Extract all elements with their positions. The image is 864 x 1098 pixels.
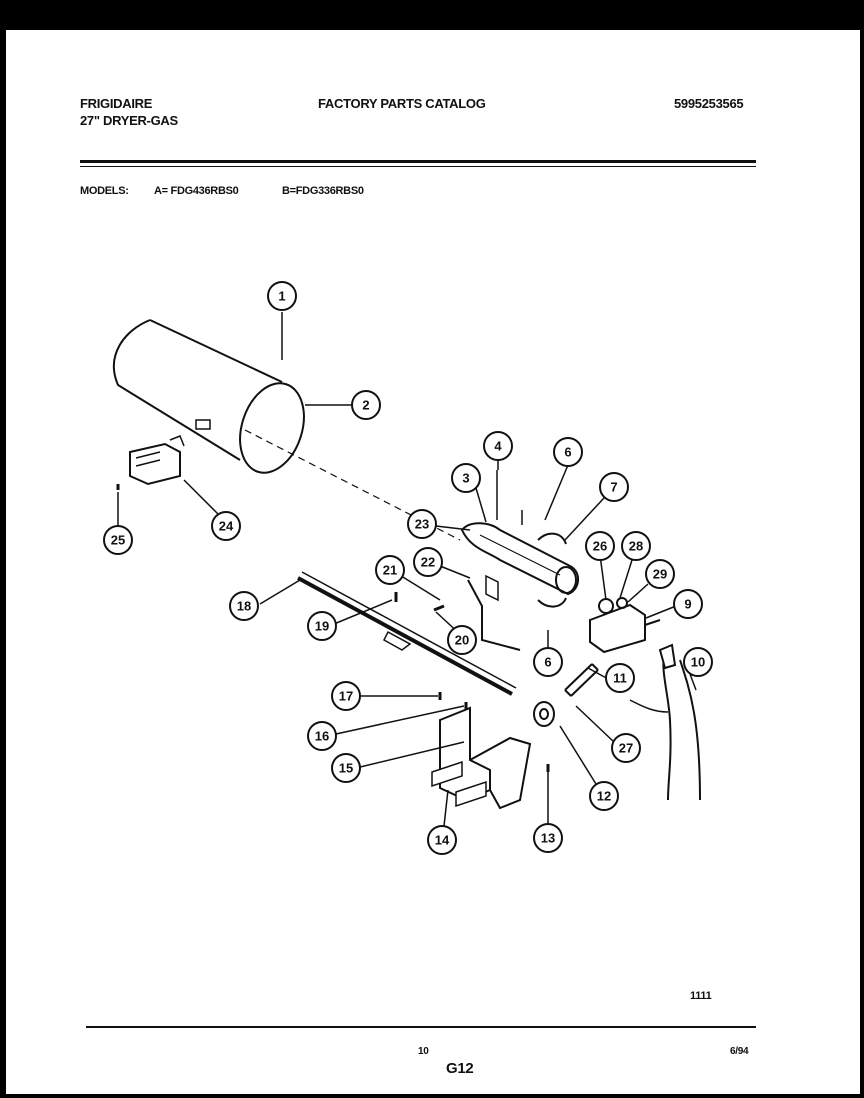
callout-23: 23 (415, 517, 429, 532)
callout-15: 15 (339, 761, 353, 776)
callout-circles (103, 281, 713, 855)
screw-20 (433, 604, 445, 612)
drum-part (112, 319, 305, 474)
wire-harness-part (629, 643, 701, 801)
callout-24: 24 (219, 519, 234, 534)
section-code: G12 (446, 1060, 474, 1077)
callout-25: 25 (111, 533, 125, 548)
callout-3: 3 (462, 471, 469, 486)
header-rule-top (80, 160, 756, 163)
callout-14: 14 (435, 833, 450, 848)
gas-valve-part (589, 597, 661, 654)
mounting-bracket-part (431, 706, 532, 810)
catalog-title: FACTORY PARTS CATALOG (318, 96, 486, 111)
leader-lines (117, 312, 697, 827)
callout-27: 27 (619, 741, 633, 756)
model-b: B=FDG336RBS0 (282, 185, 364, 197)
models-label: MODELS: (80, 185, 129, 197)
callout-22: 22 (421, 555, 435, 570)
callout-28: 28 (629, 539, 643, 554)
igniter-wire (467, 579, 521, 651)
callout-11: 11 (613, 671, 627, 686)
bracket-upper (537, 532, 567, 545)
orifice-part (533, 701, 555, 727)
callout-7: 7 (610, 480, 617, 495)
catalog-number: 5995253565 (674, 96, 744, 111)
callout-26: 26 (593, 539, 607, 554)
revision-date: 6/94 (730, 1046, 749, 1057)
header-rule-bottom (80, 166, 756, 167)
igniter (485, 574, 499, 602)
callout-4: 4 (494, 439, 502, 454)
callout-9: 9 (684, 597, 691, 612)
pipe-nipple (564, 663, 599, 697)
callout-13: 13 (541, 831, 555, 846)
scan-right-border (860, 0, 864, 1098)
callout-18: 18 (237, 599, 251, 614)
burner-assembly (460, 470, 579, 596)
callout-16: 16 (315, 729, 329, 744)
callout-12: 12 (597, 789, 611, 804)
callout-19: 19 (315, 619, 329, 634)
footer-rule (86, 1026, 756, 1028)
callout-17: 17 (339, 689, 353, 704)
gas-tube-part (297, 571, 517, 696)
model-a: A= FDG436RBS0 (154, 185, 239, 197)
figure-code: 1111 (690, 990, 712, 1002)
callout-2: 2 (362, 398, 369, 413)
callout-6-upper: 6 (564, 445, 571, 460)
scan-bottom-border (0, 1094, 864, 1098)
callout-1: 1 (278, 289, 285, 304)
scan-top-border (0, 0, 864, 30)
scan-left-border (0, 0, 6, 1098)
product-subtitle: 27" DRYER-GAS (80, 113, 178, 128)
callout-21: 21 (383, 563, 397, 578)
callout-29: 29 (653, 567, 667, 582)
bracket-lower (537, 597, 567, 608)
callout-10: 10 (691, 655, 705, 670)
page-number: 10 (418, 1046, 429, 1057)
sensor-part (129, 435, 185, 486)
centerline (244, 429, 461, 541)
callout-6-lower: 6 (544, 655, 551, 670)
brand-name: FRIGIDAIRE (80, 96, 153, 111)
callout-20: 20 (455, 633, 469, 648)
